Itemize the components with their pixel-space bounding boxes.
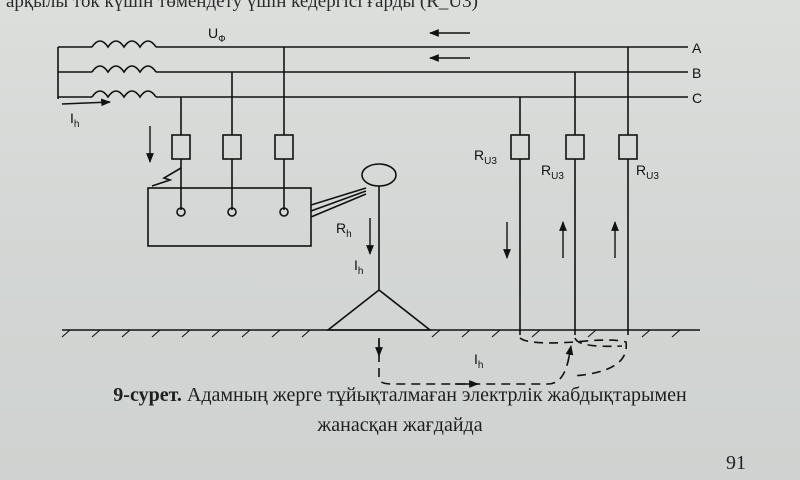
label-ih-person: Ih	[354, 257, 363, 277]
fuse-2	[222, 134, 242, 160]
label-ru3-3: RU3	[636, 162, 659, 182]
ru3-resistor-2	[565, 134, 585, 160]
ru3-resistor-3	[618, 134, 638, 160]
label-rh: Rh	[336, 220, 352, 240]
winding-b	[91, 65, 157, 74]
ground-hatch	[61, 329, 681, 338]
figure-caption-line-2: жанасқан жағдайда	[317, 414, 483, 436]
fault-zigzag	[151, 167, 182, 187]
arrow-ih-left	[61, 98, 111, 107]
label-ru3-2: RU3	[541, 162, 564, 182]
winding-c	[91, 90, 157, 99]
equipment-housing	[147, 187, 312, 247]
page-number: 91	[726, 452, 746, 474]
label-phase-b: B	[692, 65, 701, 81]
top-text-line: арқылы ток күшін төмендету үшін кедергіс…	[6, 0, 478, 12]
fuse-1	[171, 134, 191, 160]
winding-a	[91, 40, 157, 49]
label-phase-c: C	[692, 90, 702, 106]
figure-label: 9-сурет.	[113, 384, 182, 406]
label-phase-a: A	[692, 40, 702, 56]
label-u-phi: UФ	[208, 25, 226, 45]
caption-text-1: Адамның жерге тұйықталмаған электрлік жа…	[186, 384, 687, 406]
ground-current-path	[378, 337, 627, 385]
label-ru3-1: RU3	[474, 147, 497, 167]
ru3-resistor-1	[510, 134, 530, 160]
label-ih-left: Ih	[70, 110, 79, 130]
arrow-ground-up	[565, 345, 574, 363]
label-ih-ground: Ih	[474, 351, 483, 371]
fuse-3	[274, 134, 294, 160]
figure-caption-line-1: 9-сурет. Адамның жерге тұйықталмаған эле…	[0, 384, 800, 407]
person-head	[361, 163, 397, 187]
person-legs	[325, 288, 433, 331]
